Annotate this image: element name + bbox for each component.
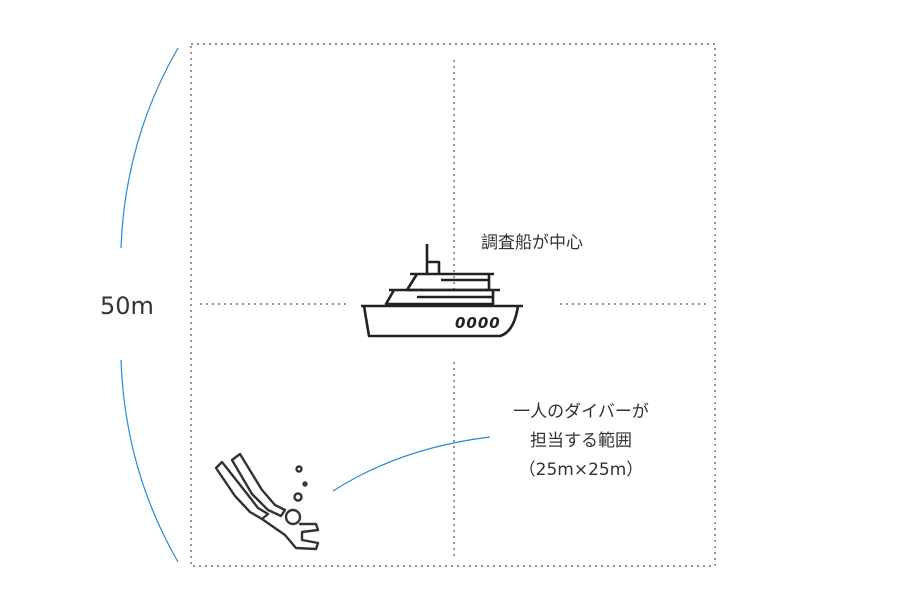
diver-label: 一人のダイバーが 担当する範囲 （25m×25m） (496, 398, 666, 485)
pointer-line (332, 436, 491, 492)
svg-text:0000: 0000 (455, 314, 501, 332)
dimension-arc-top (120, 47, 179, 249)
diver-label-line3: （25m×25m） (518, 460, 644, 480)
ship-icon: 0000 (361, 244, 523, 338)
survey-area-border (190, 43, 716, 567)
dimension-label: 50m (100, 292, 154, 320)
diver-label-line2: 担当する範囲 (530, 431, 632, 451)
dimension-arc-bottom (120, 359, 179, 563)
ship-label: 調査船が中心 (481, 233, 583, 253)
diver-label-line1: 一人のダイバーが (513, 402, 649, 422)
diver-icon (214, 452, 320, 551)
